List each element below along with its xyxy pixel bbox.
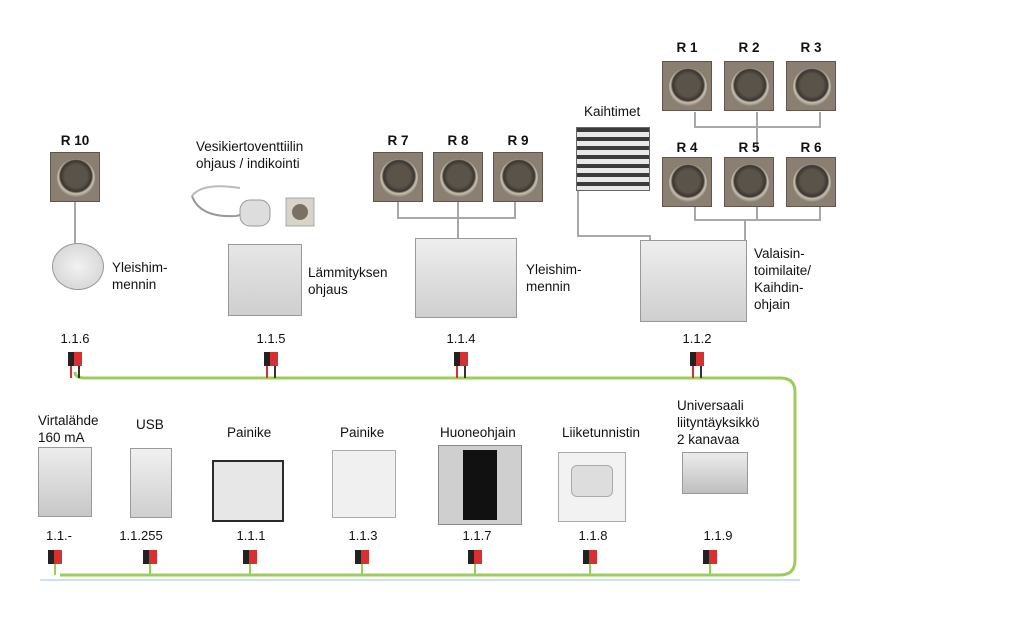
- dimmer1-label-line1: Yleishim-: [112, 260, 168, 275]
- universal-interface: [682, 452, 748, 494]
- bottom-label-0-line2: 160 mA: [38, 430, 85, 445]
- light-label-r6: R 6: [800, 140, 822, 155]
- usb-interface-device: [130, 448, 172, 518]
- light-label-r8: R 8: [447, 133, 469, 148]
- bottom-label-4-line1: Huoneohjain: [440, 425, 516, 440]
- light-label-r4: R 4: [676, 140, 698, 155]
- motion-detector: [558, 452, 626, 522]
- heating-label-line2: ohjaus: [308, 282, 348, 297]
- bottom-label-6-line3: 2 kanavaa: [677, 432, 740, 447]
- wire-blinds: [577, 190, 651, 246]
- ceiling-light-r4: [662, 157, 712, 207]
- address-1-1-1: 1.1.1: [236, 528, 266, 543]
- address-1-1-6: 1.1.6: [60, 331, 90, 346]
- light-label-r3: R 3: [800, 40, 822, 55]
- bottom-label-5-line1: Liiketunnistin: [562, 425, 641, 440]
- address-1-1-255: 1.1.255: [119, 528, 163, 543]
- actuator-label-line3: Kaihdin-: [754, 280, 804, 295]
- light-label-r5: R 5: [738, 140, 760, 155]
- address-1-1-3: 1.1.3: [348, 528, 378, 543]
- valve-label-line1: Vesikiertoventtiilin: [196, 139, 304, 154]
- bus-connectors-top: [68, 352, 704, 378]
- bus-stubs-bottom: [54, 564, 711, 575]
- actuator-label-line4: ohjain: [754, 297, 791, 312]
- ceiling-light-r6: [786, 157, 836, 207]
- push-button-4gang: [212, 460, 284, 522]
- light-label-r2: R 2: [738, 40, 760, 55]
- room-controller: [438, 445, 522, 525]
- power-supply-device: [38, 447, 92, 517]
- bottom-label-6-line1: Universaali: [677, 398, 744, 413]
- bottom-label-0-line1: Virtalähde: [38, 413, 99, 428]
- bottom-label-6-line2: liityntäyksikkö: [677, 415, 760, 430]
- push-button-2gang: [332, 450, 396, 518]
- wire-r7-r9: [397, 202, 516, 219]
- ceiling-light-r10: [50, 152, 100, 202]
- heating-label-line1: Lämmityksen: [308, 265, 388, 280]
- actuator-label-line2: toimilaite/: [754, 263, 812, 278]
- bus-connectors-bottom: [48, 550, 717, 564]
- bottom-label-3-line1: Painike: [340, 425, 385, 440]
- address-1-1-9: 1.1.9: [703, 528, 733, 543]
- valve-label-line2: ohjaus / indikointi: [196, 156, 300, 171]
- light-label-r10: R 10: [60, 133, 90, 148]
- dimmer2-label-line1: Yleishim-: [526, 262, 582, 277]
- dimmer-module-small: [52, 243, 104, 290]
- address-1-1-2: 1.1.2: [682, 331, 712, 346]
- heating-actuator: [228, 244, 302, 316]
- light-label-r9: R 9: [507, 133, 529, 148]
- blinds-label: Kaihtimet: [584, 104, 641, 119]
- dimmer1-label-line2: mennin: [112, 277, 157, 292]
- ceiling-light-r8: [433, 152, 483, 202]
- ceiling-light-r5: [724, 157, 774, 207]
- blinds-image: [576, 127, 650, 191]
- ceiling-light-r3: [786, 61, 836, 111]
- light-blind-actuator: [640, 240, 747, 322]
- bottom-label-1-line1: USB: [136, 417, 164, 432]
- dimmer2-label-line2: mennin: [526, 279, 571, 294]
- address-1-1-7: 1.1.7: [462, 528, 492, 543]
- ceiling-light-r2: [724, 61, 774, 111]
- actuator-label-line1: Valaisin-: [754, 246, 805, 261]
- bottom-label-2-line1: Painike: [227, 425, 272, 440]
- ceiling-light-r1: [662, 61, 712, 111]
- ceiling-light-r9: [493, 152, 543, 202]
- address-1-1-dash: 1.1.-: [45, 528, 72, 543]
- address-1-1-8: 1.1.8: [578, 528, 608, 543]
- valve-image: [191, 185, 315, 227]
- light-label-r1: R 1: [676, 40, 698, 55]
- address-1-1-4: 1.1.4: [446, 331, 476, 346]
- light-label-r7: R 7: [387, 133, 409, 148]
- address-1-1-5: 1.1.5: [256, 331, 286, 346]
- ceiling-light-r7: [373, 152, 423, 202]
- dimmer-actuator: [415, 238, 517, 318]
